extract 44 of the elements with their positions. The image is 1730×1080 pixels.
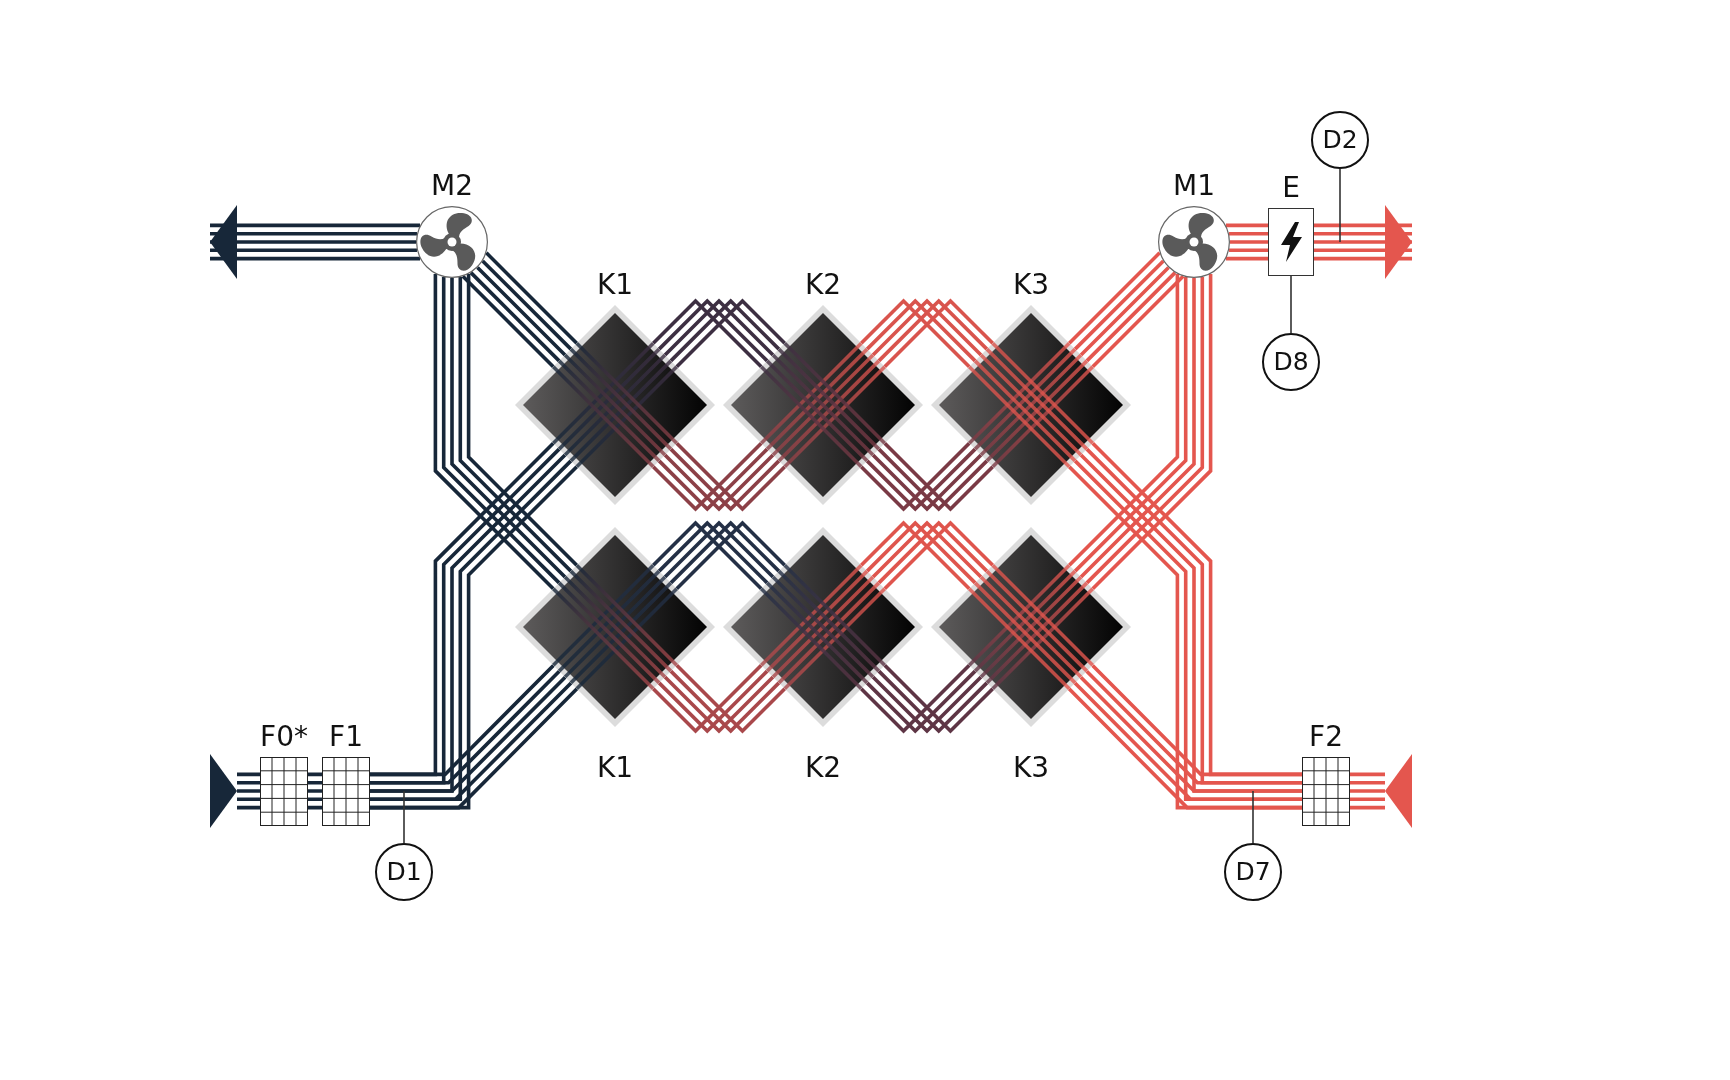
duct xyxy=(461,251,579,369)
duct xyxy=(1067,663,1304,810)
duct xyxy=(859,663,995,734)
component-label: F1 xyxy=(329,719,363,754)
component-label: K1 xyxy=(596,751,634,785)
duct xyxy=(433,272,579,591)
duct-arrow xyxy=(210,754,262,828)
duct xyxy=(306,772,324,810)
component-label: E xyxy=(1282,171,1300,205)
component-label: K2 xyxy=(804,268,842,302)
component-label: F0* xyxy=(260,719,308,754)
sensor-label: D1 xyxy=(386,857,422,887)
duct xyxy=(859,298,995,369)
duct-arrow xyxy=(1348,754,1412,828)
sensor-circle xyxy=(1311,111,1369,169)
duct-arrow xyxy=(1312,205,1414,279)
duct xyxy=(1067,251,1185,369)
duct xyxy=(1067,272,1213,591)
component-label: K3 xyxy=(1012,268,1050,302)
duct xyxy=(651,520,787,591)
component-label: K2 xyxy=(804,751,842,785)
sensor-label: D7 xyxy=(1235,857,1271,887)
sensor-circle xyxy=(375,843,433,901)
duct xyxy=(1224,223,1270,261)
leader-line xyxy=(403,790,405,844)
leader-line xyxy=(1290,275,1292,334)
sensor-circle xyxy=(1262,333,1320,391)
component-label: K3 xyxy=(1012,751,1050,785)
duct xyxy=(859,441,995,512)
duct xyxy=(651,441,787,512)
component-label: F2 xyxy=(1309,719,1343,754)
duct xyxy=(859,520,995,591)
sensor-label: D2 xyxy=(1322,125,1358,155)
duct xyxy=(651,298,787,369)
component-label: K1 xyxy=(596,268,634,302)
sensor-label: D8 xyxy=(1273,347,1309,377)
leader-line xyxy=(1252,790,1254,844)
sensor-circle xyxy=(1224,843,1282,901)
component-label: M2 xyxy=(431,169,473,203)
duct xyxy=(651,663,787,734)
duct xyxy=(368,663,579,810)
leader-line xyxy=(1339,168,1341,243)
duct-arrow xyxy=(208,205,422,279)
component-label: M1 xyxy=(1173,169,1215,203)
